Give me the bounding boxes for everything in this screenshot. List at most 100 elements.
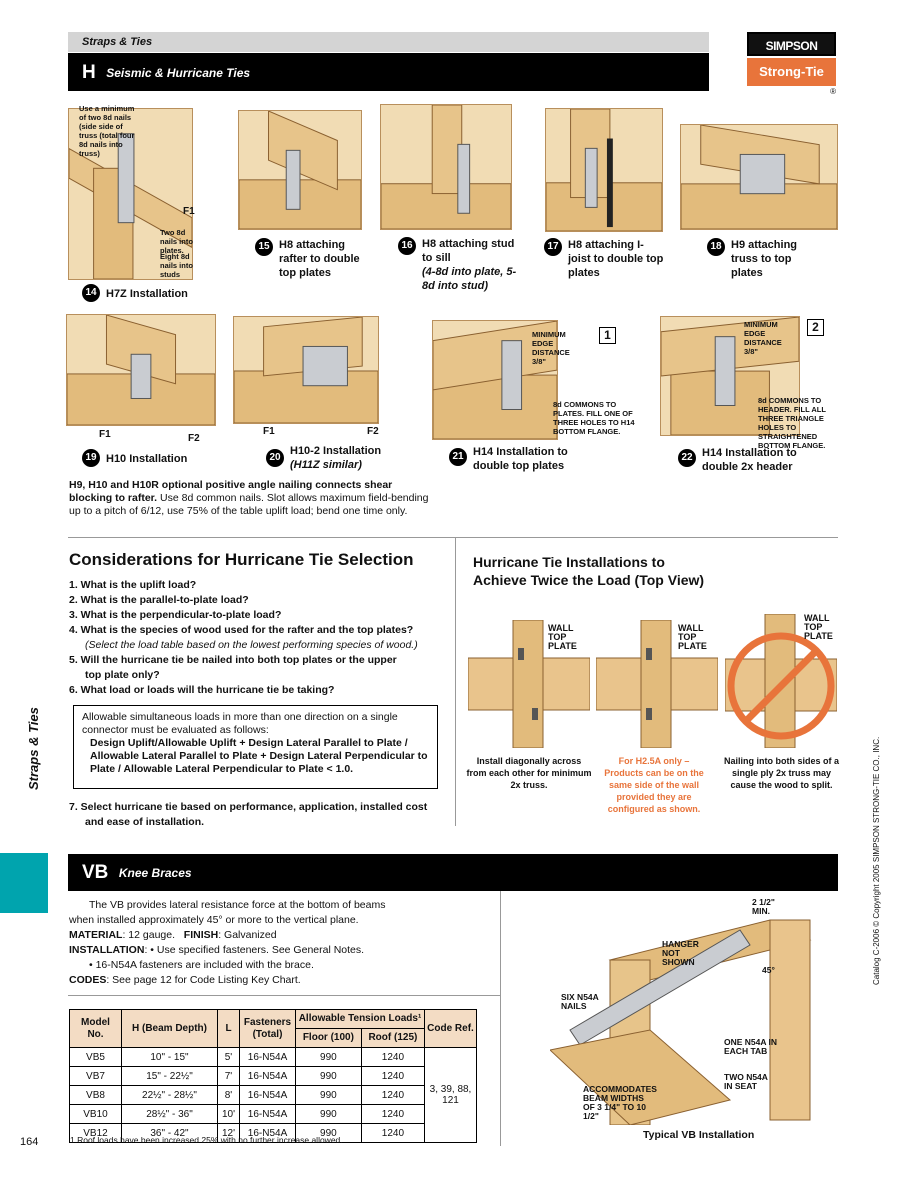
callout-h14b-nails: 8d COMMONS TO HEADER. FILL ALL THREE TRI… — [758, 396, 826, 450]
twice-title: Hurricane Tie Installations to Achieve T… — [473, 553, 704, 589]
side-tab — [0, 853, 48, 913]
h10-note: H9, H10 and H10R optional positive angle… — [69, 479, 429, 518]
figure-15-number: 15 — [255, 238, 273, 256]
figure-21-text: H14 Installation to double top plates — [473, 446, 568, 472]
vb-header: VB Knee Braces — [68, 854, 838, 891]
series-letter: H — [82, 62, 96, 83]
vb-figure-caption: Typical VB Installation — [643, 1129, 755, 1141]
cell-floor: 990 — [295, 1066, 362, 1086]
vb-finish-value: : Galvanized — [218, 929, 277, 941]
cell-model: VB5 — [69, 1047, 122, 1067]
allowable-loads-box: Allowable simultaneous loads in more tha… — [73, 705, 438, 789]
vb-letter: VB — [82, 862, 109, 883]
question-2: 2. What is the parallel-to-plate load? — [69, 594, 249, 606]
cell-fasteners: 16-N54A — [239, 1066, 296, 1086]
column-divider — [455, 538, 456, 826]
callout-h14-nails: 8d COMMONS TO PLATES. FILL ONE OF THREE … — [553, 400, 635, 436]
figure-14-number: 14 — [82, 284, 100, 302]
figure-19-caption: 19 H10 Installation — [82, 449, 222, 467]
question-7a: 7. Select hurricane tie based on perform… — [69, 801, 428, 813]
cell-model: VB7 — [69, 1066, 122, 1086]
cell-roof: 1240 — [360, 1047, 426, 1067]
vb-callout-two: TWO N54A IN SEAT — [724, 1072, 768, 1091]
figure-18-drawing — [680, 124, 838, 230]
figure-17-text: H8 attaching I-joist to double top plate… — [568, 239, 664, 279]
figure-21-number: 21 — [449, 448, 467, 466]
box-number-2: 2 — [807, 319, 824, 336]
callout-h14b-min: MINIMUM EDGE DISTANCE 3/8" — [744, 320, 782, 356]
vb-intro-divider — [68, 995, 500, 996]
figure-15-drawing — [238, 110, 362, 230]
question-4: 4. What is the species of wood used for … — [69, 624, 414, 636]
figure-21-drawing — [432, 320, 558, 440]
logo-bottom: Strong-Tie — [747, 58, 836, 86]
twice-figure-3 — [724, 613, 838, 749]
figure-14-text: H7Z Installation — [106, 288, 188, 300]
th-roof: Roof (125) — [360, 1028, 426, 1048]
callout-h14-min: MINIMUM EDGE DISTANCE 3/8" — [532, 330, 570, 366]
logo-registered: ® — [830, 87, 836, 96]
figure-16-number: 16 — [398, 237, 416, 255]
logo-top: SIMPSON — [747, 32, 836, 56]
section-divider — [68, 537, 838, 538]
cell-length: 8' — [217, 1085, 240, 1105]
figure-22-text: H14 Installation to double 2x header — [702, 447, 797, 473]
figure-16-drawing — [380, 104, 512, 230]
section-label: Straps & Ties — [68, 32, 709, 52]
figure-19-text: H10 Installation — [106, 453, 188, 465]
cell-roof: 1240 — [360, 1123, 426, 1143]
vb-finish-key: FINISH — [183, 929, 219, 941]
twice-figure-1 — [467, 619, 591, 749]
cell-beam-depth: 22½" - 28½" — [121, 1085, 218, 1105]
twice-caption-2: For H2.5A only – Products can be on the … — [604, 756, 704, 814]
figure-17-number: 17 — [544, 238, 562, 256]
h10-note-normal: Use 8d common nails. Slot allows maximum… — [69, 492, 429, 517]
question-5a: 5. Will the hurricane tie be nailed into… — [69, 654, 397, 666]
callout-h10-f2: F2 — [188, 433, 200, 444]
twice-caption-3: Nailing into both sides of a single ply … — [724, 756, 840, 790]
vb-codes-value: : See page 12 for Code Listing Key Chart… — [106, 974, 301, 986]
figure-19-number: 19 — [82, 449, 100, 467]
vb-intro: The VB provides lateral resistance force… — [69, 898, 489, 988]
twice-label-1: WALL TOP PLATE — [548, 623, 577, 651]
cell-fasteners: 16-N54A — [239, 1123, 296, 1143]
vb-table: Model No. H (Beam Depth) L Fasteners (To… — [69, 1009, 477, 1143]
vb-line-2: when installed approximately 45° or more… — [69, 914, 359, 926]
figure-14-drawing — [68, 108, 193, 280]
figure-17-drawing — [545, 108, 663, 232]
figure-19-drawing — [66, 314, 216, 426]
twice-label-2: WALL TOP PLATE — [678, 623, 707, 651]
cell-beam-depth: 10" - 15" — [121, 1047, 218, 1067]
h10-note-bold: H9, H10 and H10R optional positive angle… — [69, 479, 393, 504]
copyright: Catalog C-2006 © Copyright 2005 SIMPSON … — [872, 736, 881, 985]
figure-20-caption: 20 H10-2 Installation (H11Z similar) — [266, 444, 396, 472]
vb-callout-hanger: HANGER NOT SHOWN — [662, 939, 699, 967]
figure-16-text: H8 attaching stud to sill — [422, 238, 515, 264]
twice-title-2: Achieve Twice the Load (Top View) — [473, 572, 705, 588]
cell-fasteners: 16-N54A — [239, 1085, 296, 1105]
series-title: Seismic & Hurricane Ties — [106, 66, 251, 80]
th-beam-depth: H (Beam Depth) — [121, 1009, 218, 1048]
figure-18-caption: 18 H9 attaching truss to top plates — [707, 238, 807, 280]
figure-18-text: H9 attaching truss to top plates — [731, 239, 798, 279]
vb-material-key: MATERIAL — [69, 929, 123, 941]
cell-length: 12' — [217, 1123, 240, 1143]
cell-roof: 1240 — [360, 1085, 426, 1105]
considerations-title: Considerations for Hurricane Tie Selecti… — [69, 550, 414, 569]
question-7: 7. Select hurricane tie based on perform… — [69, 800, 449, 830]
series-header: H Seismic & Hurricane Ties — [68, 53, 709, 91]
figure-20-drawing — [233, 316, 379, 424]
vb-callout-one: ONE N54A IN EACH TAB — [724, 1037, 778, 1056]
figure-14-caption: 14 H7Z Installation — [82, 284, 222, 302]
simpson-logo: SIMPSON Strong-Tie ® — [747, 32, 836, 96]
twice-label-3: WALL TOP PLATE — [804, 613, 833, 641]
cell-floor: 990 — [295, 1047, 362, 1067]
vb-installation-key: INSTALLATION — [69, 944, 145, 956]
page-number: 164 — [20, 1136, 39, 1148]
cell-model: VB10 — [69, 1104, 122, 1124]
cell-roof: 1240 — [360, 1104, 426, 1124]
cell-fasteners: 16-N54A — [239, 1047, 296, 1067]
